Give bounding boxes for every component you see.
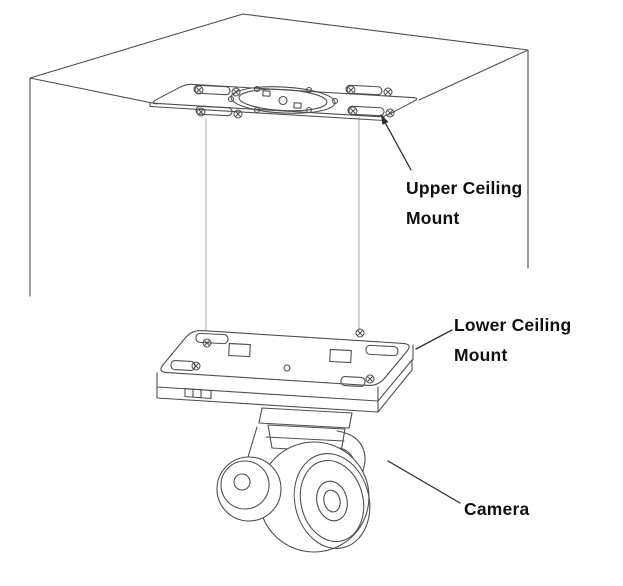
ceiling-walls: [29, 13, 529, 297]
camera-left-arm: [247, 426, 258, 458]
screw: [355, 328, 365, 338]
camera-assembly: [216, 407, 371, 553]
alignment-guide-lines: [205, 117, 360, 341]
ceiling-outline: [29, 13, 529, 297]
label-camera: Camera: [464, 499, 530, 519]
lower-mount-front-face: [156, 372, 379, 402]
camera-lens-front: [293, 453, 371, 549]
camera-leader-line: [387, 460, 461, 504]
camera-neck-plate: [258, 407, 353, 429]
lower-mount-second-layer-front: [156, 386, 379, 413]
lower-mount-leader-line: [415, 329, 453, 350]
label-upper-ceiling-mount: Upper Ceiling Mount: [406, 178, 523, 228]
lower-mount-second-layer-right: [377, 359, 413, 413]
arrowhead: [381, 115, 389, 125]
ceiling-front-edge-left: [29, 77, 158, 105]
upper-ceiling-mount: [149, 83, 418, 122]
upper-mount-leader-arrow: [380, 114, 412, 171]
lower-mount-holes: [170, 332, 399, 387]
camera-side-wheel: [216, 456, 282, 522]
lower-mount-right-face: [377, 344, 414, 402]
screw: [383, 87, 393, 97]
lower-mount-vent-detail: [184, 387, 212, 400]
ceiling-front-edge-right: [418, 49, 529, 101]
camera-right-arm: [336, 430, 366, 477]
screw: [233, 109, 243, 119]
label-lower-ceiling-mount: Lower Ceiling Mount: [454, 315, 572, 365]
lower-mount-top-face: [160, 330, 410, 386]
lower-ceiling-mount: [156, 328, 414, 413]
upper-mount-center-ring: [227, 85, 339, 114]
upper-mount-corner-slots: [193, 84, 385, 117]
